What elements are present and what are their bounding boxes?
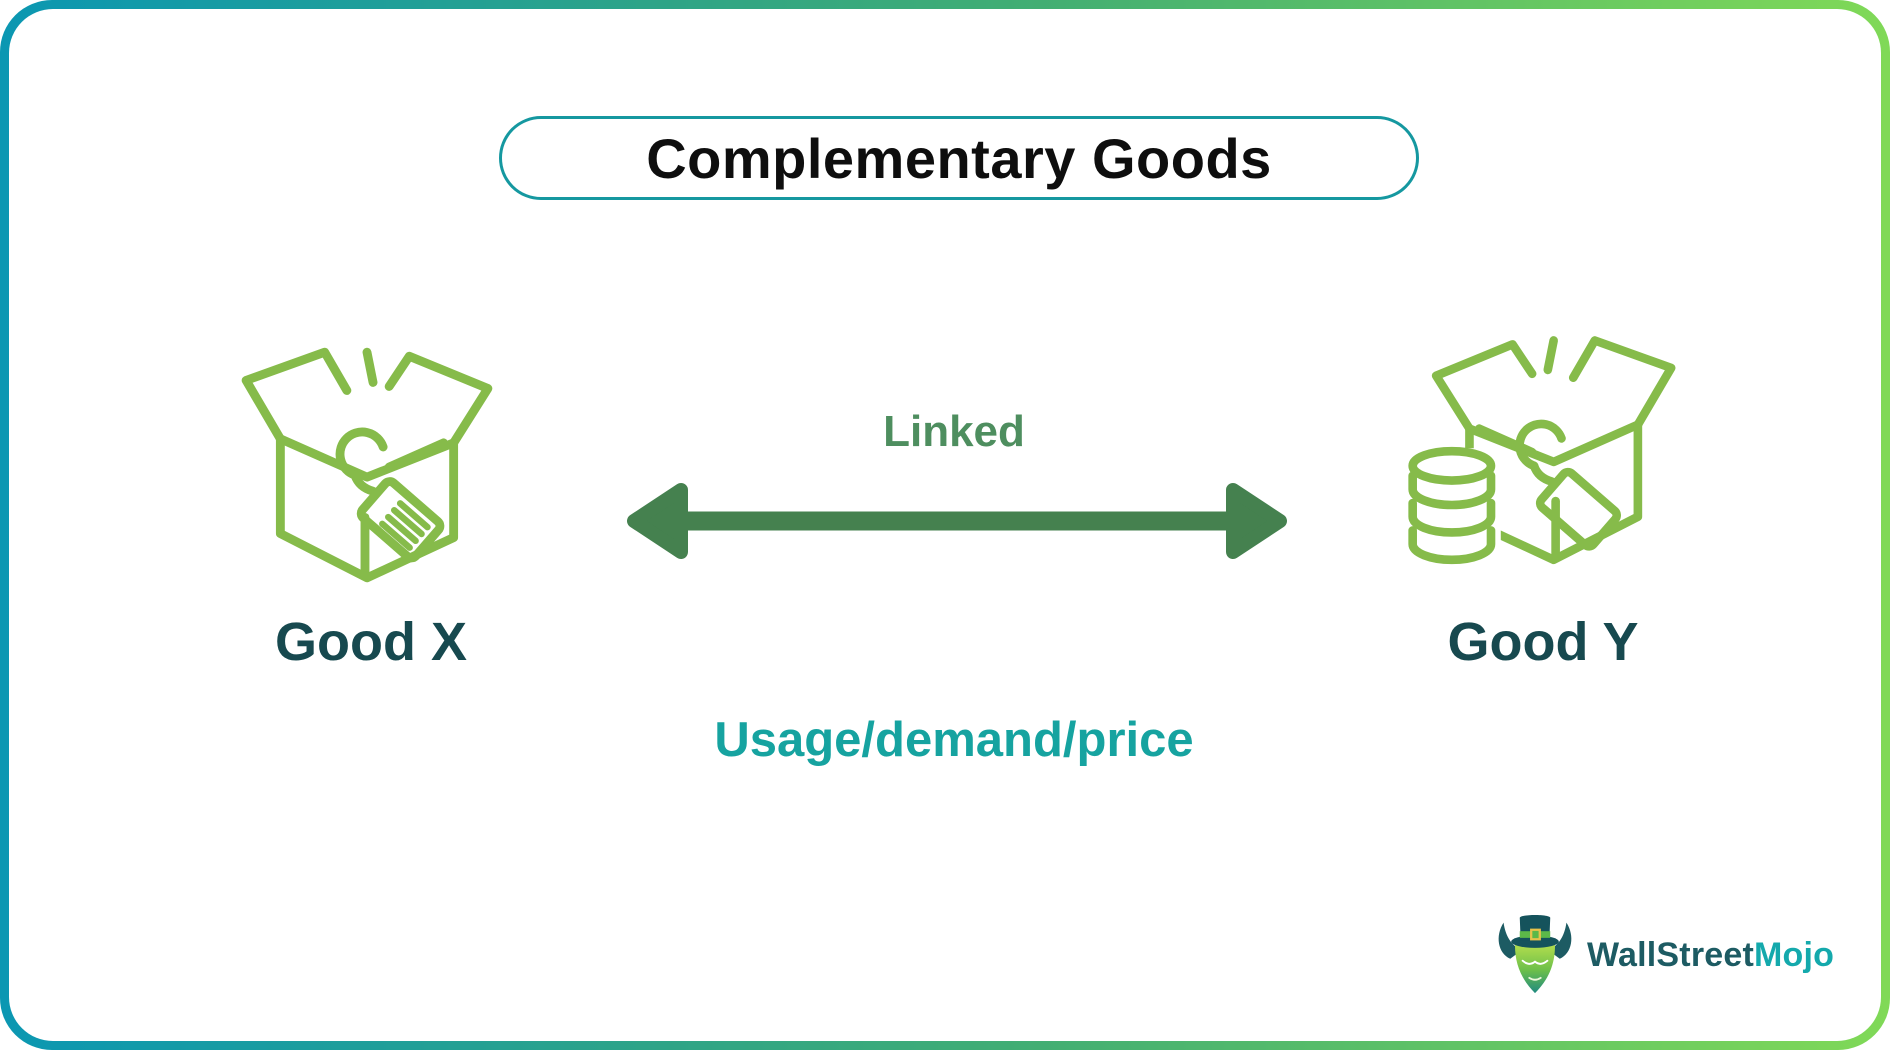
brand-logo: WallStreetMojo — [1495, 907, 1834, 1003]
good-x-box-icon — [234, 324, 500, 598]
page-title: Complementary Goods — [646, 126, 1272, 190]
link-arrow — [619, 478, 1295, 569]
infographic-canvas: Complementary Goods — [9, 9, 1881, 1041]
open-box-price-tag-icon — [241, 347, 493, 583]
brand-name: WallStreetMojo — [1587, 936, 1834, 975]
double-headed-arrow-icon — [627, 483, 1287, 559]
bull-top-hat-icon — [1498, 915, 1572, 994]
open-box-coins-icon — [1404, 336, 1676, 586]
good-x-label: Good X — [275, 612, 467, 672]
good-y-box-icon — [1397, 321, 1679, 595]
brand-name-mojo: Mojo — [1754, 935, 1835, 974]
linked-label: Linked — [883, 407, 1025, 456]
good-y-label: Good Y — [1447, 612, 1639, 672]
title-pill: Complementary Goods — [499, 116, 1419, 200]
relation-label: Usage/demand/price — [714, 713, 1194, 767]
brand-name-wallstreet: WallStreet — [1587, 935, 1755, 974]
